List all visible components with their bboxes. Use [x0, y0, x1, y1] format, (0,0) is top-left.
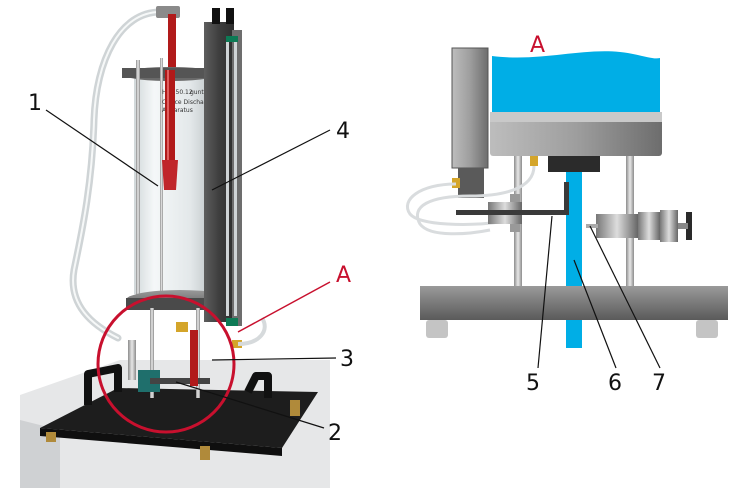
- handle: [84, 364, 122, 405]
- small-hose: [237, 316, 267, 346]
- overflow-tube-highlight: [167, 70, 169, 180]
- hose: [406, 182, 501, 226]
- pitot-horizontal: [456, 210, 568, 215]
- detail-schematic: [406, 47, 728, 348]
- flexible-hose-highlight: [72, 11, 161, 339]
- pitot-clamp-knob: [510, 194, 520, 202]
- support-post: [150, 308, 154, 398]
- pitot-clamp-knob: [510, 224, 520, 232]
- tank-plate: [490, 112, 662, 156]
- callout-line-2: [175, 381, 325, 429]
- micrometer-spindle: [586, 224, 598, 228]
- label-6: 6: [608, 371, 622, 396]
- device-plate-line3: Orifice Discharge: [162, 99, 214, 106]
- manometer-cap: [226, 8, 234, 24]
- callout-line-3: [211, 357, 337, 361]
- callout-line-1: [45, 109, 159, 187]
- board-section-top: [451, 47, 489, 169]
- micrometer-knob-shaft: [678, 223, 688, 229]
- orifice-insert: [548, 156, 600, 172]
- pressure-fitting: [530, 156, 538, 166]
- micrometer-barrel: [638, 212, 660, 240]
- callout-lines-right: [537, 215, 661, 369]
- label-4: 4: [336, 119, 350, 144]
- callout-line-7: [589, 225, 661, 369]
- foot: [290, 400, 300, 416]
- label-a-right: A: [530, 33, 545, 58]
- base-plate: [420, 286, 728, 320]
- callout-line-4: [211, 129, 331, 191]
- label-2: 2: [328, 421, 342, 446]
- callout-lines-left: [45, 109, 337, 429]
- manometer-clip: [226, 36, 238, 42]
- callout-line-5: [537, 215, 553, 369]
- device-plate-line2: gunt: [190, 89, 204, 96]
- inlet-pipe-red: [168, 14, 176, 74]
- foot: [200, 446, 210, 460]
- foot: [46, 432, 56, 442]
- micrometer-body: [596, 214, 638, 238]
- fitting: [232, 340, 242, 348]
- callout-line-6: [573, 259, 617, 369]
- micrometer-thimble: [660, 210, 678, 242]
- callout-line-a-left: [237, 281, 331, 333]
- device-plate-line1: HM150.12: [162, 89, 193, 96]
- pitot-holder: [138, 370, 160, 392]
- tie-rod: [136, 60, 140, 300]
- base-foot: [696, 320, 718, 338]
- manometer-port: [458, 168, 484, 198]
- base-foot: [426, 320, 448, 338]
- label-a-left: A: [336, 263, 351, 288]
- overflow-tube-tip: [162, 160, 178, 190]
- board-section: [452, 48, 488, 168]
- tie-rod: [160, 58, 163, 302]
- tank-plate-top: [490, 112, 662, 122]
- label-5: 5: [526, 371, 540, 396]
- label-3: 3: [340, 347, 354, 372]
- pitot-vertical: [564, 182, 569, 215]
- red-tube-segment: [190, 330, 198, 386]
- label-7: 7: [652, 371, 666, 396]
- pitot-tube: [150, 378, 210, 384]
- manometer-tube: [226, 40, 229, 316]
- manometer-clip: [226, 318, 238, 326]
- manometer-board: [204, 22, 234, 322]
- hose: [416, 165, 536, 236]
- handle: [244, 372, 272, 398]
- water-volume: [492, 51, 660, 112]
- base-board-edge: [40, 428, 282, 456]
- manometer-cap: [212, 8, 220, 24]
- label-1: 1: [28, 91, 42, 116]
- micrometer-knob: [686, 212, 692, 240]
- highlight-circle: [96, 294, 236, 434]
- fitting: [176, 322, 188, 332]
- device-plate-line4: Apparatus: [162, 107, 193, 114]
- micrometer-stem: [128, 340, 136, 380]
- overflow-tube: [165, 70, 175, 180]
